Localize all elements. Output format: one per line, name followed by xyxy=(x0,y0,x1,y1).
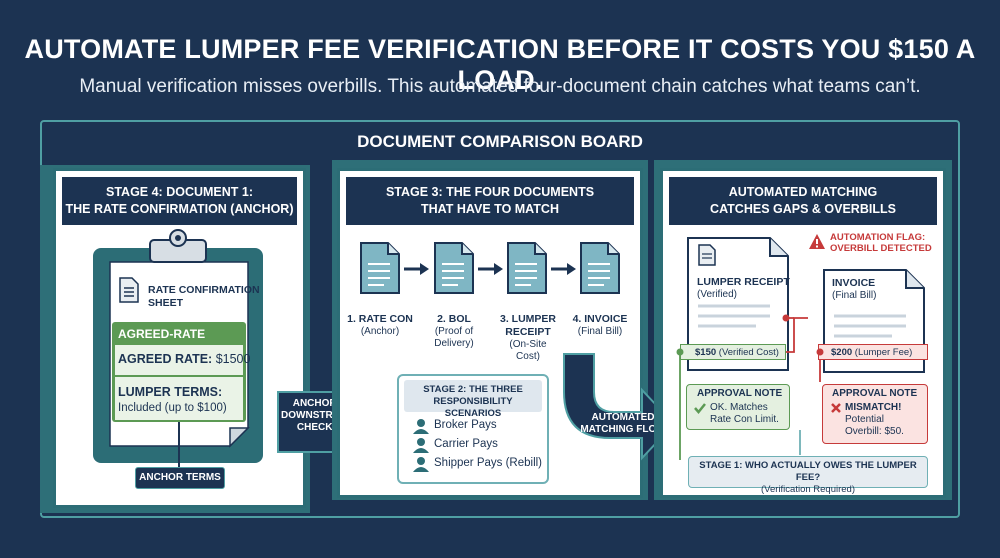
scenario-broker: Broker Pays xyxy=(434,419,497,431)
scenario-shipper: Shipper Pays (Rebill) xyxy=(434,457,543,469)
doc-name-invoice: 4. INVOICE xyxy=(572,313,628,325)
person-icon xyxy=(413,457,429,472)
receipt-doc-icon xyxy=(698,244,716,266)
panel3-heading-line1: AUTOMATED MATCHING xyxy=(728,185,878,199)
anchor-terms-tag: ANCHOR TERMS xyxy=(135,467,225,489)
panel2-heading-line1: STAGE 3: THE FOUR DOCUMENTS xyxy=(385,185,595,199)
doc-flow-arrow-icon xyxy=(551,263,576,275)
doc-detail-bol: (Proof of Delivery) xyxy=(434,326,474,349)
agreed-rate-marker: AGREED-RATE MARKER xyxy=(118,327,206,361)
receipt-amount-note: (Verified Cost) xyxy=(718,347,779,358)
approval-note-mismatch xyxy=(822,384,928,444)
cross-icon xyxy=(831,403,841,413)
agreed-rate-value: $1500 xyxy=(215,352,251,366)
approval-bad-line2: Potential xyxy=(845,414,884,425)
invoice-title: INVOICE xyxy=(832,277,876,289)
doc-detail-rate-con: (Anchor) xyxy=(360,326,400,337)
invoice-amount-row: $200 (Lumper Fee) xyxy=(818,344,928,360)
doc-detail-invoice: (Final Bill) xyxy=(577,326,623,337)
lumper-receipt-doc-icon xyxy=(507,242,547,294)
rate-sheet-doc-icon xyxy=(119,277,139,303)
panel1-heading-line2: THE RATE CONFIRMATION (ANCHOR) xyxy=(65,202,294,216)
panel3-heading: AUTOMATED MATCHING CATCHES GAPS & OVERBI… xyxy=(669,177,937,225)
rate-sheet-title-line2: SHEET xyxy=(148,297,184,309)
page-subtitle: Manual verification misses overbills. Th… xyxy=(79,76,921,97)
doc-label-invoice: 4. INVOICE (Final Bill) xyxy=(566,313,634,338)
anchors-arrow-label: ANCHORS DOWNSTREAM CHECKS xyxy=(280,398,356,434)
anchor-connector xyxy=(178,422,180,468)
rate-con-doc-icon xyxy=(360,242,400,294)
automation-flag-line2: OVERBILL DETECTED xyxy=(830,243,932,254)
person-icon xyxy=(413,438,429,453)
doc-flow-arrow-icon xyxy=(478,263,503,275)
matching-flow-line2: MATCHING FLOW xyxy=(580,424,666,435)
scenarios-title-line1: STAGE 2: THE THREE xyxy=(423,384,523,395)
agreed-rate-text: AGREED RATE: $1500 xyxy=(118,352,250,366)
receipt-sub: (Verified) xyxy=(697,289,738,300)
lumper-terms-row xyxy=(115,377,243,420)
matching-flow-line1: AUTOMATED xyxy=(591,412,655,423)
doc-name-lumper-receipt: 3. LUMPER RECEIPT xyxy=(499,313,556,338)
panel1-heading: STAGE 4: DOCUMENT 1: THE RATE CONFIRMATI… xyxy=(62,177,297,225)
approval-ok-title: APPROVAL NOTE xyxy=(697,388,783,399)
stage1-sub: (Verification Required) xyxy=(761,484,855,495)
lumper-terms-label: LUMPER TERMS: xyxy=(118,385,223,399)
stage1-title: STAGE 1: WHO ACTUALLY OWES THE LUMPER FE… xyxy=(699,460,917,483)
matching-flow-label: AUTOMATED MATCHING FLOW xyxy=(580,412,666,436)
automation-flag: AUTOMATION FLAG: OVERBILL DETECTED xyxy=(830,232,932,254)
doc-label-lumper-receipt: 3. LUMPER RECEIPT (On-Site Cost) xyxy=(497,313,559,363)
approval-bad-title: APPROVAL NOTE xyxy=(832,388,918,399)
rate-sheet-title-line1: RATE CONFIRMATION xyxy=(148,284,260,296)
stage1-box: STAGE 1: WHO ACTUALLY OWES THE LUMPER FE… xyxy=(688,456,928,495)
agreed-rate-row xyxy=(115,345,243,375)
approval-ok-text: OK. Matches Rate Con Limit. xyxy=(710,402,779,426)
agreed-rate-label: AGREED RATE: xyxy=(118,352,213,366)
panel3-heading-line2: CATCHES GAPS & OVERBILLS xyxy=(710,202,896,216)
check-icon xyxy=(694,403,706,414)
scenario-carrier: Carrier Pays xyxy=(434,438,498,450)
approval-ok-line2: Rate Con Limit. xyxy=(710,414,779,425)
anchors-arrow-line3: CHECKS xyxy=(296,422,340,433)
panel2-heading-line2: THAT HAVE TO MATCH xyxy=(421,202,559,216)
panel2-heading: STAGE 3: THE FOUR DOCUMENTS THAT HAVE TO… xyxy=(346,177,634,225)
panel1-heading-line1: STAGE 4: DOCUMENT 1: xyxy=(106,185,253,199)
scenarios-title: STAGE 2: THE THREE RESPONSIBILITY SCENAR… xyxy=(404,380,542,419)
doc-detail-lumper-receipt: (On-Site Cost) xyxy=(509,339,547,362)
comparison-connectors xyxy=(676,314,824,460)
doc-flow-arrow-icon xyxy=(404,263,429,275)
doc-name-rate-con: 1. RATE CON xyxy=(347,313,413,325)
invoice-amount: $200 xyxy=(831,347,853,358)
board-title: DOCUMENT COMPARISON BOARD xyxy=(357,132,643,151)
warning-icon xyxy=(809,234,825,249)
panel-four-documents: STAGE 3: THE FOUR DOCUMENTS THAT HAVE TO… xyxy=(337,168,643,498)
approval-bad-line3: Overbill: $50. xyxy=(845,426,904,437)
receipt-title: LUMPER RECEIPT xyxy=(697,276,790,288)
automation-flag-line1: AUTOMATION FLAG: xyxy=(830,232,926,243)
person-icon xyxy=(413,419,429,434)
doc-label-bol: 2. BOL (Proof of Delivery) xyxy=(424,313,484,350)
invoice-sub: (Final Bill) xyxy=(832,290,877,301)
invoice-doc-icon xyxy=(580,242,620,294)
rate-sheet-title: RATE CONFIRMATION SHEET xyxy=(148,284,260,310)
bol-doc-icon xyxy=(434,242,474,294)
lumper-terms-value: Included (up to $100) xyxy=(118,402,227,414)
receipt-amount: $150 xyxy=(695,347,717,358)
doc-name-bol: 2. BOL xyxy=(437,313,471,325)
invoice-amount-note: (Lumper Fee) xyxy=(854,347,913,358)
approval-bad-text: MISMATCH! Potential Overbill: $50. xyxy=(845,402,904,438)
anchors-arrow-line2: DOWNSTREAM xyxy=(281,410,355,421)
approval-ok-line1: OK. Matches xyxy=(710,402,768,413)
page-title: AUTOMATE LUMPER FEE VERIFICATION BEFORE … xyxy=(24,34,976,95)
anchors-arrow-line1: ANCHORS xyxy=(292,398,344,409)
doc-label-rate-con: 1. RATE CON (Anchor) xyxy=(346,313,414,338)
approval-bad-line1: MISMATCH! xyxy=(845,402,902,413)
scenarios-title-line2: RESPONSIBILITY SCENARIOS xyxy=(433,396,513,419)
